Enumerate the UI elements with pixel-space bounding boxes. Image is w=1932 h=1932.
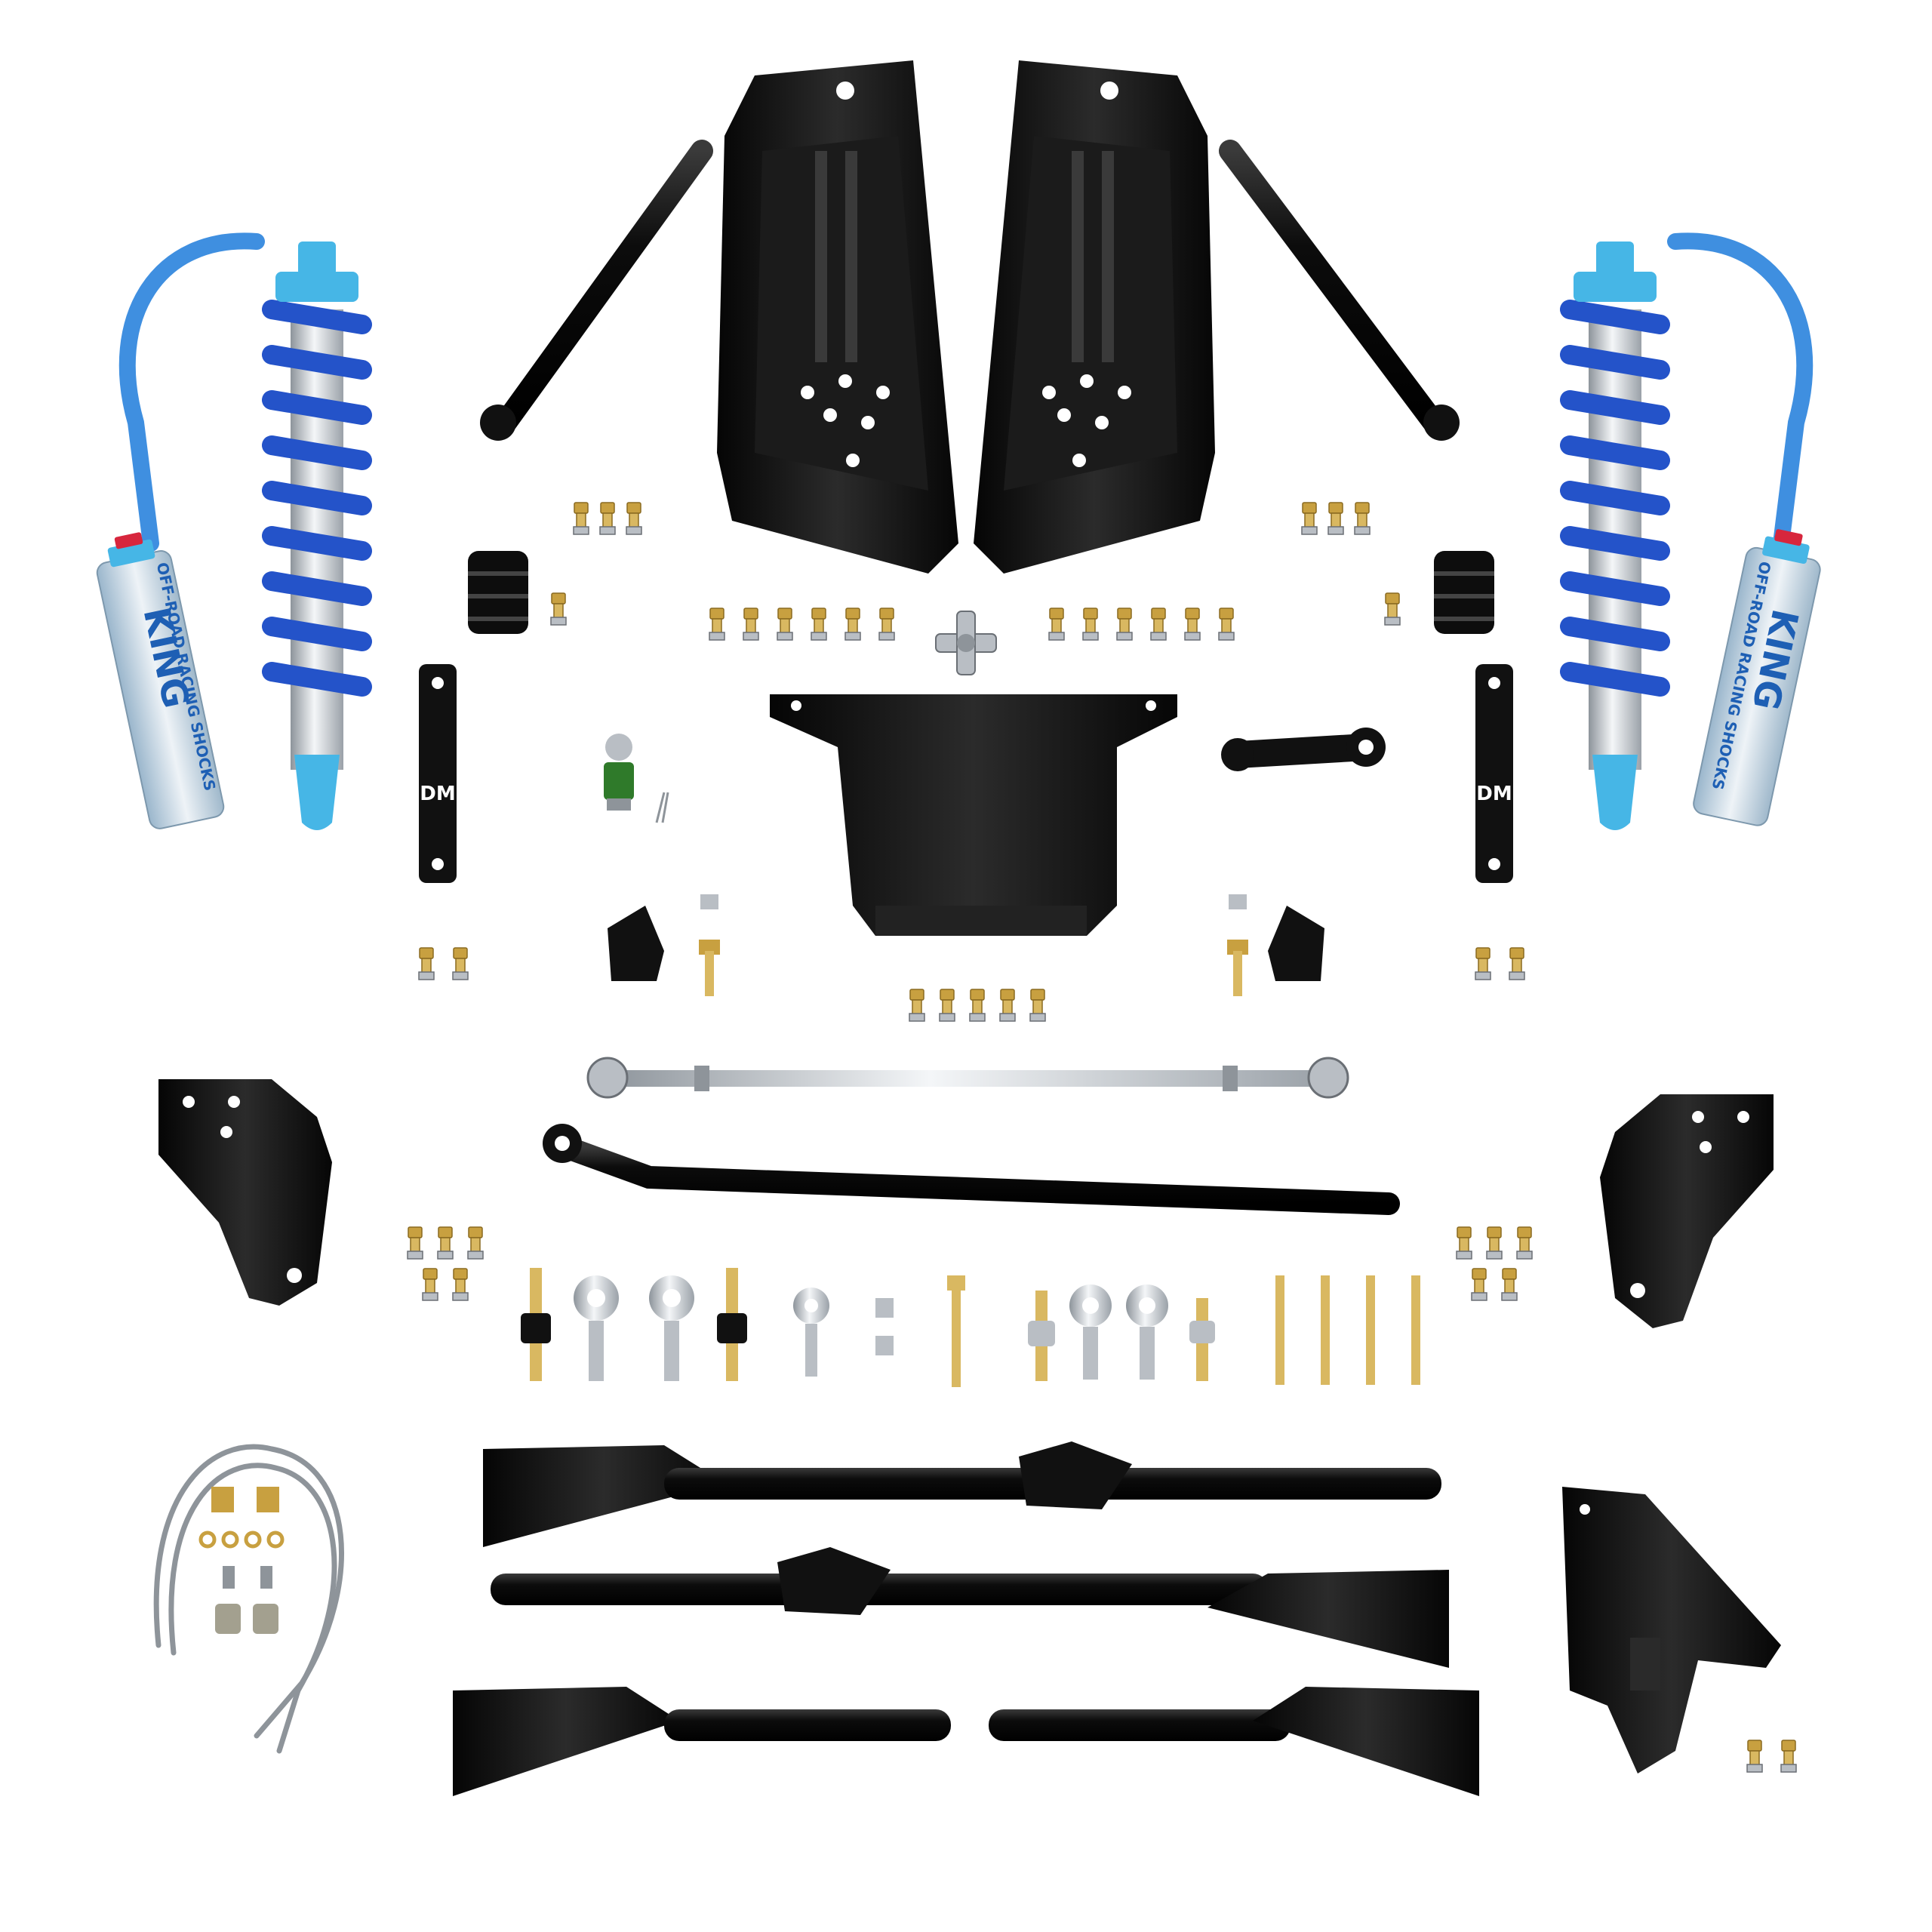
coil-spring-left [262,300,372,697]
brace-arm-right [1219,140,1445,434]
shock-lower-mount-right [1592,755,1638,830]
brace-arm-end-left [480,405,516,441]
hardware-bolt-row-right [1048,608,1235,641]
long-bolt-right [1227,894,1248,996]
shock-lower-mount-left [294,755,340,830]
mount-bracket-left [158,1079,332,1306]
bushing-bolt-2 [717,1268,747,1381]
brake-lines [153,1444,344,1754]
bushing-bolt-3 [1028,1291,1055,1381]
hardware-nuts-bottom-right [1746,1740,1797,1773]
tie-rod-silver [586,1057,1349,1099]
bushing-bolt-4 [1189,1298,1215,1381]
shock-tab-left [608,906,664,981]
shock-tab-right [1268,906,1324,981]
reservoir-left: KING OFF-ROAD RACING SHOCKS [96,532,225,829]
reservoir-hose-right [1667,232,1814,552]
frame-bracket-right [974,60,1215,574]
brake-line-clips [198,1487,285,1634]
radius-arm-1 [483,1441,1441,1547]
center-skid-bracket [770,694,1177,936]
frame-bracket-lower-right [1562,1487,1781,1774]
radius-arm-3-left [453,1687,951,1796]
spacer-pair [875,1298,894,1355]
bump-stop-right [1434,551,1494,634]
top-mount-right [1596,242,1634,275]
hardware-nuts-top-left [573,502,642,535]
hardware-nuts-mid-left [407,1226,484,1301]
strap-logo-left: DM [420,783,455,805]
long-bolt-set [1275,1275,1420,1385]
hardware-nuts-top-right [1301,502,1371,535]
spring-top-cap-left [275,272,358,302]
top-mount-left [298,242,336,275]
hardware-nut-row-center [909,989,1046,1022]
coil-spring-right [1560,300,1670,697]
reservoir-hose-left [118,232,265,552]
bolt-bumpstop-left [550,592,567,626]
strap-logo-right: DM [1476,783,1512,805]
spring-top-cap-right [1574,272,1657,302]
limit-strap-right: DM [1475,664,1513,883]
ball-joint [604,734,634,811]
coilover-shock-right: KING OFF-ROAD RACING SHOCKS [1560,232,1821,830]
mount-bracket-right [1600,1094,1774,1328]
rod-end-3 [793,1287,829,1377]
radius-arm-3-right [989,1687,1479,1796]
hardware-nuts-strap-left [418,947,469,980]
frame-bracket-left [717,60,958,574]
bushing-bolt-1 [521,1268,551,1381]
rod-end-4 [1069,1284,1112,1380]
pitman-arm [1221,728,1386,771]
bump-stop-left [468,551,528,634]
rod-end-2 [649,1275,694,1381]
brace-arm-end-right [1423,405,1460,441]
reservoir-right: KING OFF-ROAD RACING SHOCKS [1693,529,1821,826]
long-bolt-center [947,1275,965,1387]
cotter-pin [655,792,669,823]
rod-end-5 [1126,1284,1168,1380]
hardware-nuts-strap-right [1475,947,1525,980]
hardware-bolt-row-left [709,608,895,641]
limit-strap-left: DM [419,664,457,883]
rod-end-1 [574,1275,619,1381]
track-bar-black [543,1124,1400,1215]
u-joint [935,611,997,675]
coilover-shock-left: KING OFF-ROAD RACING SHOCKS [96,232,372,830]
brace-arm-left [494,140,713,434]
radius-arm-2 [491,1547,1449,1668]
hardware-rod-end-row [521,1268,1420,1387]
bolt-bumpstop-right [1384,592,1401,626]
hardware-nuts-mid-right [1456,1226,1533,1301]
long-bolt-left [699,894,720,996]
